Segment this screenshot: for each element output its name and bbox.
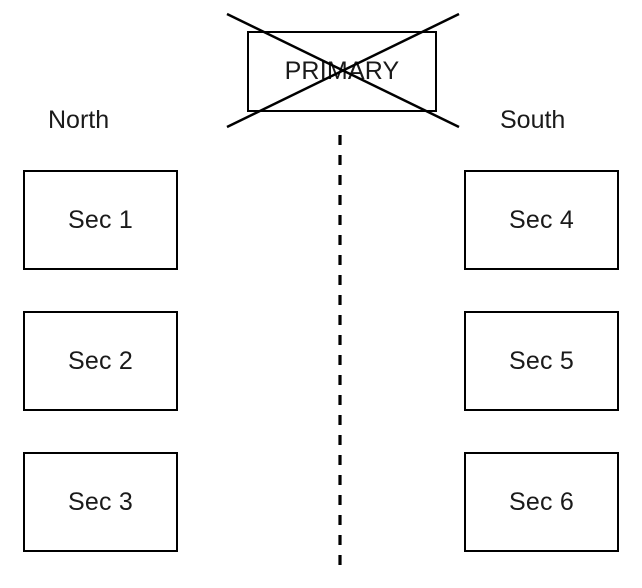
section-box-sec-2[interactable]: Sec 2 bbox=[23, 311, 178, 411]
column-heading-north: North bbox=[48, 106, 110, 134]
section-box-sec-4[interactable]: Sec 4 bbox=[464, 170, 619, 270]
section-box-label: Sec 6 bbox=[509, 487, 574, 516]
primary-node-label: PRIMARY bbox=[284, 57, 400, 85]
primary-node[interactable]: PRIMARY bbox=[247, 31, 437, 112]
section-box-label: Sec 4 bbox=[509, 205, 574, 234]
section-box-sec-1[interactable]: Sec 1 bbox=[23, 170, 178, 270]
section-box-sec-6[interactable]: Sec 6 bbox=[464, 452, 619, 552]
section-box-label: Sec 2 bbox=[68, 346, 133, 375]
section-box-label: Sec 3 bbox=[68, 487, 133, 516]
section-box-label: Sec 1 bbox=[68, 205, 133, 234]
section-box-label: Sec 5 bbox=[509, 346, 574, 375]
vertical-dashed-divider bbox=[338, 135, 342, 575]
section-box-sec-3[interactable]: Sec 3 bbox=[23, 452, 178, 552]
primary-node-group: PRIMARY bbox=[220, 8, 470, 136]
section-box-sec-5[interactable]: Sec 5 bbox=[464, 311, 619, 411]
column-heading-south: South bbox=[500, 106, 566, 134]
